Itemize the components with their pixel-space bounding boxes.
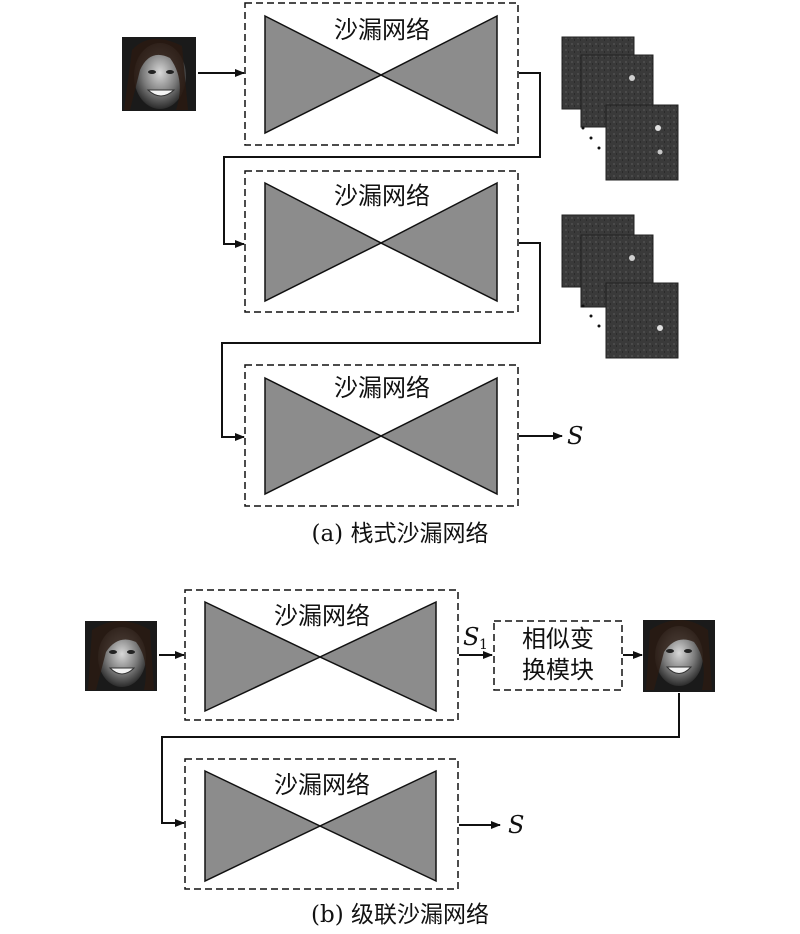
block-label: 沙漏网络: [334, 182, 430, 210]
block-border: [244, 364, 519, 507]
caption-b: (b) 级联沙漏网络: [311, 902, 489, 928]
connector-face-to-block-b2: [161, 693, 680, 827]
hourglass-block-a2: 沙漏网络: [244, 170, 519, 313]
block-border: [244, 170, 519, 313]
module-label-line2: 换模块: [522, 656, 594, 684]
caption-a: (a) 栈式沙漏网络: [312, 521, 489, 547]
hourglass-block-a3: 沙漏网络: [244, 364, 519, 507]
ellipsis-dots: [581, 304, 601, 328]
block-label: 沙漏网络: [334, 374, 430, 402]
block-label: 沙漏网络: [274, 602, 370, 630]
hourglass-block-b1: 沙漏网络: [184, 589, 459, 721]
decoder-triangle: [318, 769, 437, 883]
heatmap-stack-1: [561, 36, 679, 181]
heatmap-tile: [605, 104, 679, 181]
decoder-triangle: [379, 14, 498, 135]
intermediate-symbol: S: [463, 623, 479, 651]
aligned-face-image: [643, 620, 715, 692]
heatmap-stack-2: [561, 214, 679, 359]
decoder-triangle: [379, 376, 498, 496]
similarity-transform-module: 相似变 换模块: [493, 620, 623, 691]
decoder-triangle: [318, 600, 437, 713]
block-border: [184, 758, 459, 890]
heatmap-tile: [605, 282, 679, 359]
panel-b: 沙漏网络 S 1 相似变 换模块 沙漏网络: [85, 589, 715, 928]
block-border: [244, 2, 519, 146]
encoder-triangle: [204, 769, 322, 883]
hourglass-block-a1: 沙漏网络: [244, 2, 519, 146]
encoder-triangle: [264, 14, 383, 135]
module-label-line1: 相似变: [522, 625, 594, 653]
decoder-triangle: [379, 181, 498, 303]
input-face-image-a: [122, 37, 196, 111]
connector-a1-a2: [223, 72, 541, 248]
encoder-triangle: [204, 600, 322, 713]
input-face-image-b: [85, 621, 157, 691]
ellipsis-dots: [581, 126, 601, 150]
encoder-triangle: [264, 181, 383, 303]
intermediate-subscript: 1: [479, 637, 488, 653]
encoder-triangle: [264, 376, 383, 496]
connector-a2-a3: [221, 242, 541, 441]
output-symbol-a: S: [567, 422, 583, 450]
block-label: 沙漏网络: [334, 16, 430, 44]
block-label: 沙漏网络: [274, 771, 370, 799]
block-border: [184, 589, 459, 721]
output-symbol-b: S: [508, 811, 524, 839]
panel-a: 沙漏网络 沙漏网络 沙漏网络 S: [122, 2, 679, 547]
hourglass-block-b2: 沙漏网络: [184, 758, 459, 890]
